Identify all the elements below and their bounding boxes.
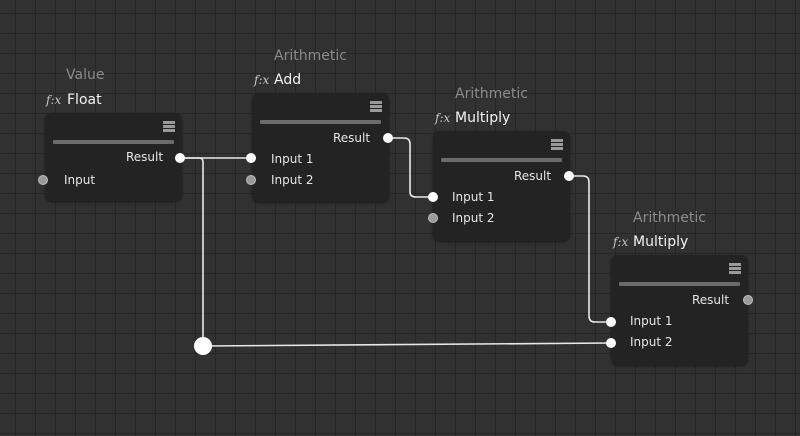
node-title: Float <box>67 92 102 108</box>
input-port-multiply2-input-1[interactable] <box>606 317 616 327</box>
node-category-label: Arithmetic <box>633 210 706 226</box>
node-header-bar <box>441 158 562 162</box>
input-label-input-1: Input 1 <box>630 314 673 328</box>
node-category-label: Value <box>66 67 105 83</box>
input-port-float-input[interactable] <box>38 175 48 185</box>
hamburger-menu-icon[interactable] <box>370 101 382 113</box>
hamburger-menu-icon[interactable] <box>551 139 563 151</box>
input-label-input: Input <box>64 173 96 187</box>
input-port-add-input-2[interactable] <box>246 175 256 185</box>
node-header-bar <box>53 140 174 144</box>
function-icon: f:x <box>46 93 62 107</box>
node-body[interactable]: Result Input 1 Input 2 <box>252 93 389 202</box>
node-body[interactable]: Result Input 1 Input 2 <box>611 255 748 365</box>
input-label-input-1: Input 1 <box>452 190 495 204</box>
input-port-multiply2-input-2[interactable] <box>606 338 616 348</box>
output-label-result: Result <box>333 131 371 145</box>
node-title: Multiply <box>455 110 511 126</box>
node-header-bar <box>619 282 740 286</box>
output-port-float-result[interactable] <box>175 153 185 163</box>
node-body[interactable]: Result Input <box>45 113 182 201</box>
function-icon: f:x <box>435 111 451 125</box>
function-icon: f:x <box>613 235 629 249</box>
output-label-result: Result <box>514 169 552 183</box>
output-port-multiply2-result[interactable] <box>743 295 753 305</box>
wire-reroute-to-multiply2 <box>202 342 613 347</box>
node-body[interactable]: Result Input 1 Input 2 <box>433 131 570 241</box>
hamburger-menu-icon[interactable] <box>163 121 175 133</box>
function-icon: f:x <box>254 73 270 87</box>
output-port-multiply1-result[interactable] <box>564 171 574 181</box>
node-title: Multiply <box>633 234 689 250</box>
input-port-multiply1-input-1[interactable] <box>428 192 438 202</box>
node-title: Add <box>274 72 302 88</box>
input-port-add-input-1[interactable] <box>246 153 256 163</box>
reroute-dot[interactable] <box>194 337 212 355</box>
node-header-bar <box>260 120 381 124</box>
node-category-label: Arithmetic <box>274 48 347 64</box>
input-port-multiply1-input-2[interactable] <box>428 213 438 223</box>
node-category-label: Arithmetic <box>455 86 528 102</box>
output-port-add-result[interactable] <box>383 133 393 143</box>
input-label-input-2: Input 2 <box>271 173 314 187</box>
wire-multiply1-to-multiply2 <box>570 175 612 323</box>
input-label-input-2: Input 2 <box>452 211 495 225</box>
output-label-result: Result <box>692 293 730 307</box>
wire-add-to-multiply1 <box>389 137 433 198</box>
output-label-result: Result <box>126 150 164 164</box>
hamburger-menu-icon[interactable] <box>729 263 741 275</box>
input-label-input-2: Input 2 <box>630 335 673 349</box>
input-label-input-1: Input 1 <box>271 152 314 166</box>
wire-float-to-reroute <box>180 157 204 346</box>
